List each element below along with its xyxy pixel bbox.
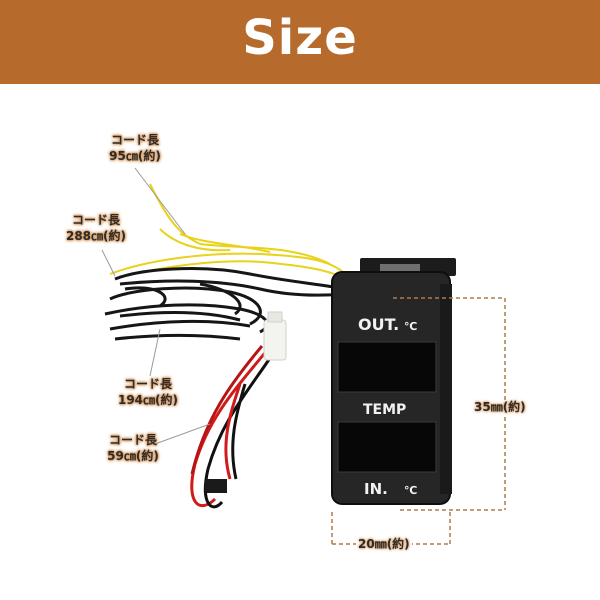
cord-label-288: コード長 288㎝(約): [56, 212, 136, 244]
in-label: IN.: [364, 480, 388, 498]
page-title: Size: [242, 10, 358, 66]
cord-label-length: 95㎝(約): [109, 149, 161, 163]
white-connector: [263, 311, 287, 361]
width-dimension: 20㎜(約): [356, 537, 412, 551]
label-pointers: [101, 167, 211, 445]
cord-label-length: 59㎝(約): [107, 449, 159, 463]
title-banner: Size: [0, 0, 600, 84]
yellow-wire: [109, 183, 349, 281]
cord-label-title: コード長: [108, 433, 157, 447]
cord-label-title: コード長: [123, 377, 172, 391]
height-dimension: 35㎜(約): [472, 400, 528, 414]
temp-label: TEMP: [363, 402, 406, 418]
in-unit: ℃: [404, 484, 417, 497]
product-photo-area: OUT. ℃ TEMP IN. ℃ コード長 95㎝(約) コード長 288㎝(…: [0, 84, 600, 600]
product-illustration: OUT. ℃ TEMP IN. ℃: [101, 167, 506, 546]
cord-label-59: コード長 59㎝(約): [98, 432, 168, 464]
cord-label-length: 288㎝(約): [65, 229, 127, 243]
cord-label-length: 194㎝(約): [117, 393, 179, 407]
cord-label-194: コード長 194㎝(約): [108, 376, 188, 408]
cord-label-title: コード長: [110, 133, 159, 147]
cord-label-95: コード長 95㎝(約): [100, 132, 170, 164]
device-body: OUT. ℃ TEMP IN. ℃: [331, 258, 456, 505]
red-black-wire: [190, 345, 276, 509]
cord-label-title: コード長: [71, 213, 120, 227]
black-wire: [104, 267, 346, 341]
out-label: OUT.: [358, 315, 399, 334]
out-unit: ℃: [404, 320, 417, 333]
